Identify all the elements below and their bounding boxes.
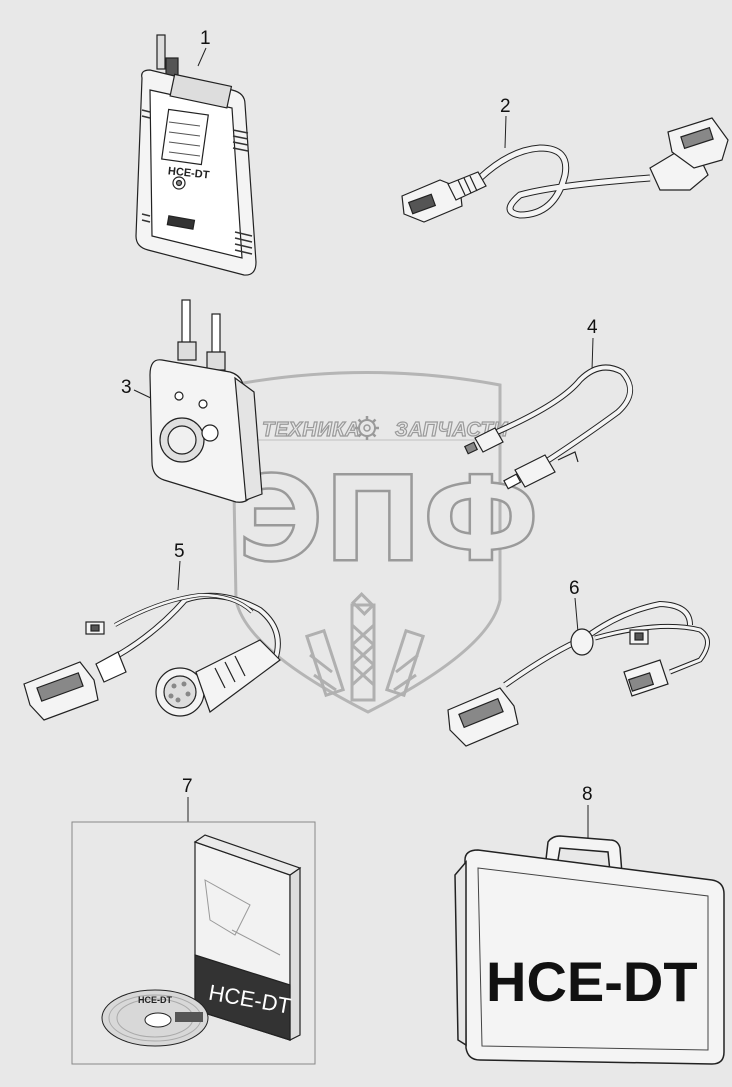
manual-frame	[71, 821, 316, 1065]
manual-book: HCE-DT	[193, 834, 302, 1041]
part-6-adapter-cable	[447, 600, 710, 747]
part-4-usb-cable	[463, 364, 633, 490]
wheat-icon	[304, 591, 426, 702]
part-7-manual-cd: HCE-DT HCE-DT	[71, 821, 316, 1065]
callout-1: 1	[200, 28, 211, 49]
part-8-carry-case: HCE-DT	[454, 835, 725, 1065]
watermark-big-text: ЭПФ	[237, 450, 539, 588]
part-5-y-cable	[23, 592, 281, 721]
cd-disc: HCE-DT	[101, 989, 209, 1047]
gear-icon	[355, 416, 379, 440]
callout-4: 4	[587, 317, 598, 338]
watermark-left-text: ТЕХНИКА	[262, 419, 360, 441]
callout-numbers: 1 2 3 4 5 6 7 8	[121, 28, 598, 838]
callout-7: 7	[182, 776, 193, 797]
callout-8: 8	[582, 784, 593, 805]
callout-3: 3	[121, 377, 132, 398]
watermark: ТЕХНИКА ЗАПЧАСТИ ЭПФ	[230, 371, 541, 714]
part-1-vci-device: HCE-DT	[135, 34, 257, 276]
case-label: HCE-DT	[486, 950, 698, 1013]
callout-6: 6	[569, 578, 580, 599]
callout-5: 5	[174, 541, 185, 562]
part-3-module	[149, 299, 263, 503]
cd-label: HCE-DT	[138, 995, 172, 1005]
callout-2: 2	[500, 96, 511, 117]
part-2-obd-cable	[401, 117, 729, 223]
